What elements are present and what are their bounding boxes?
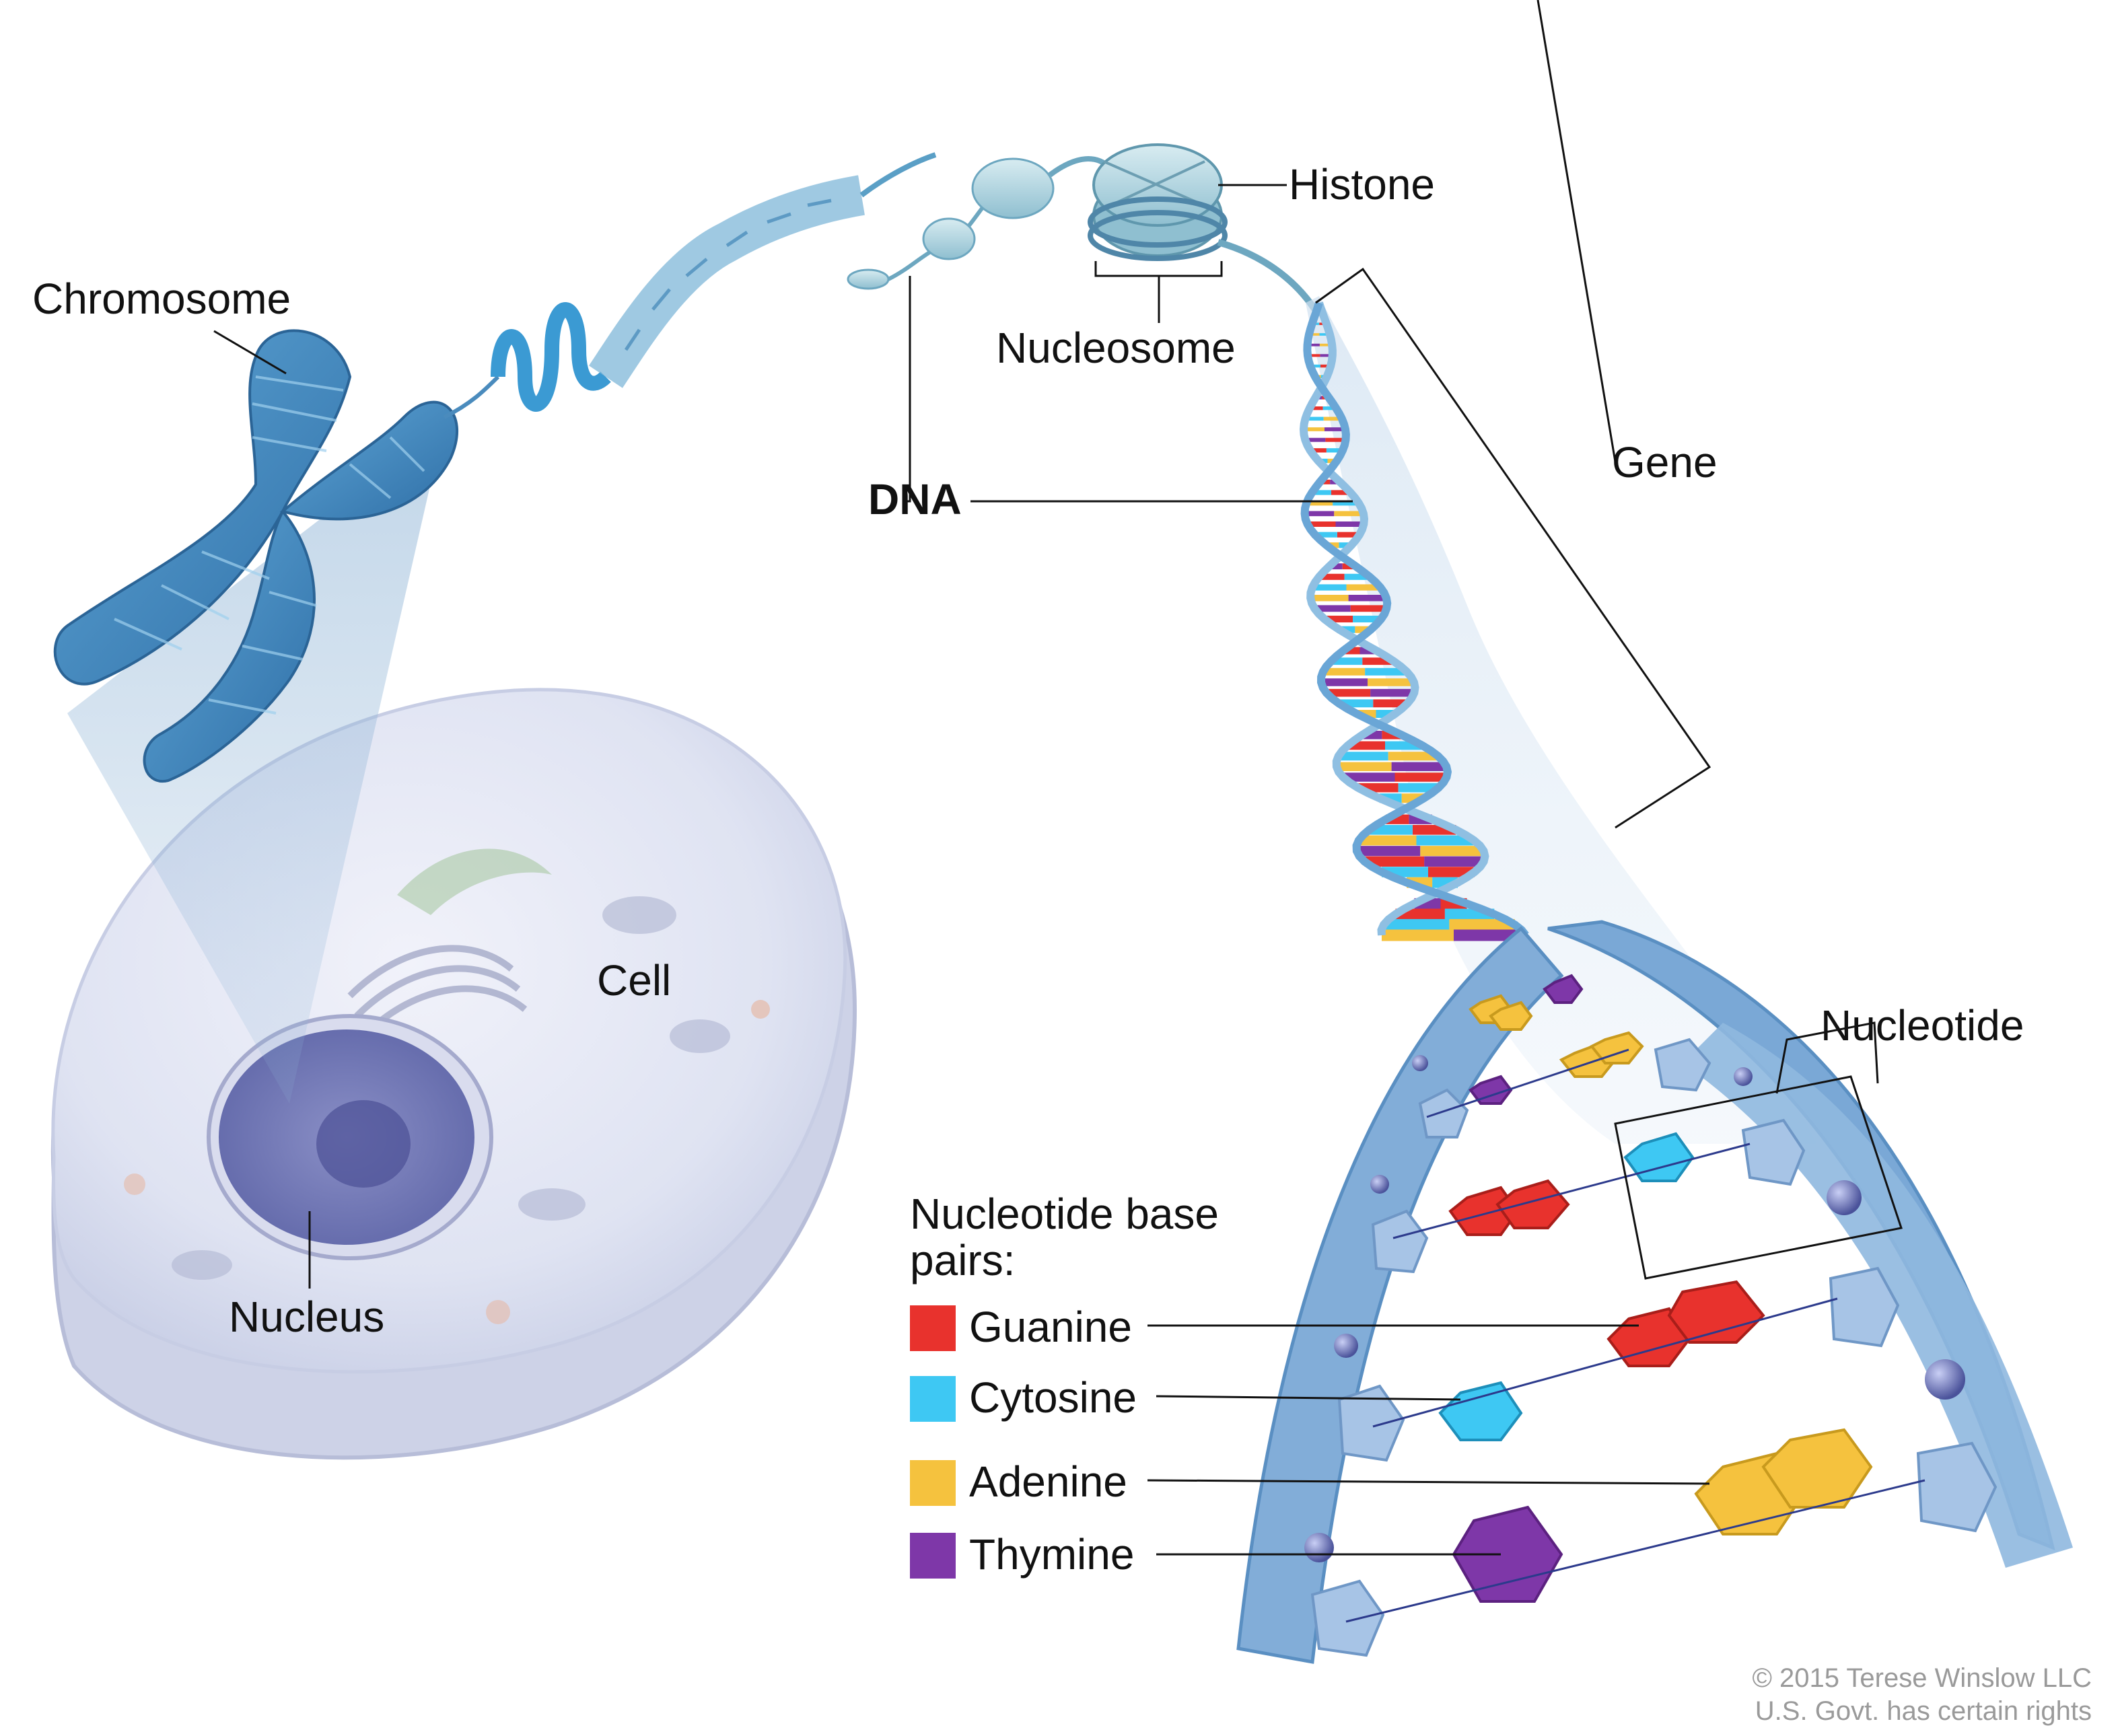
- thymine-swatch: [910, 1533, 956, 1579]
- zoom-beam: [67, 424, 444, 1104]
- guanine-swatch: [910, 1305, 956, 1351]
- gene-label: Gene: [1612, 438, 1718, 486]
- credit-line-1: © 2015 Terese Winslow LLC: [1752, 1663, 2092, 1693]
- histone-label: Histone: [1289, 160, 1435, 209]
- thymine-label: Thymine: [969, 1530, 1135, 1579]
- leader-lines: [213, 0, 1903, 1556]
- chromosome-label: Chromosome: [32, 275, 291, 323]
- nucleotide-ladder: [1236, 920, 2073, 1664]
- nucleotide-label: Nucleotide: [1821, 1001, 2024, 1050]
- cell-label: Cell: [597, 956, 672, 1005]
- cytosine-swatch: [910, 1376, 956, 1422]
- copyright-credit: © 2015 Terese Winslow LLC U.S. Govt. has…: [1752, 1662, 2092, 1728]
- guanine-label: Guanine: [969, 1303, 1132, 1351]
- chromatin-fiber: [443, 143, 1322, 419]
- adenine-swatch: [910, 1460, 956, 1506]
- legend-title: Nucleotide base pairs:: [910, 1190, 1219, 1285]
- nucleus-label: Nucleus: [229, 1293, 385, 1341]
- cytosine-label: Cytosine: [969, 1373, 1137, 1422]
- dna-label: DNA: [868, 475, 962, 523]
- credit-line-2: U.S. Govt. has certain rights: [1755, 1696, 2092, 1726]
- adenine-label: Adenine: [969, 1457, 1127, 1506]
- chromosome-illustration: [53, 329, 459, 783]
- nucleosome-label: Nucleosome: [996, 324, 1236, 372]
